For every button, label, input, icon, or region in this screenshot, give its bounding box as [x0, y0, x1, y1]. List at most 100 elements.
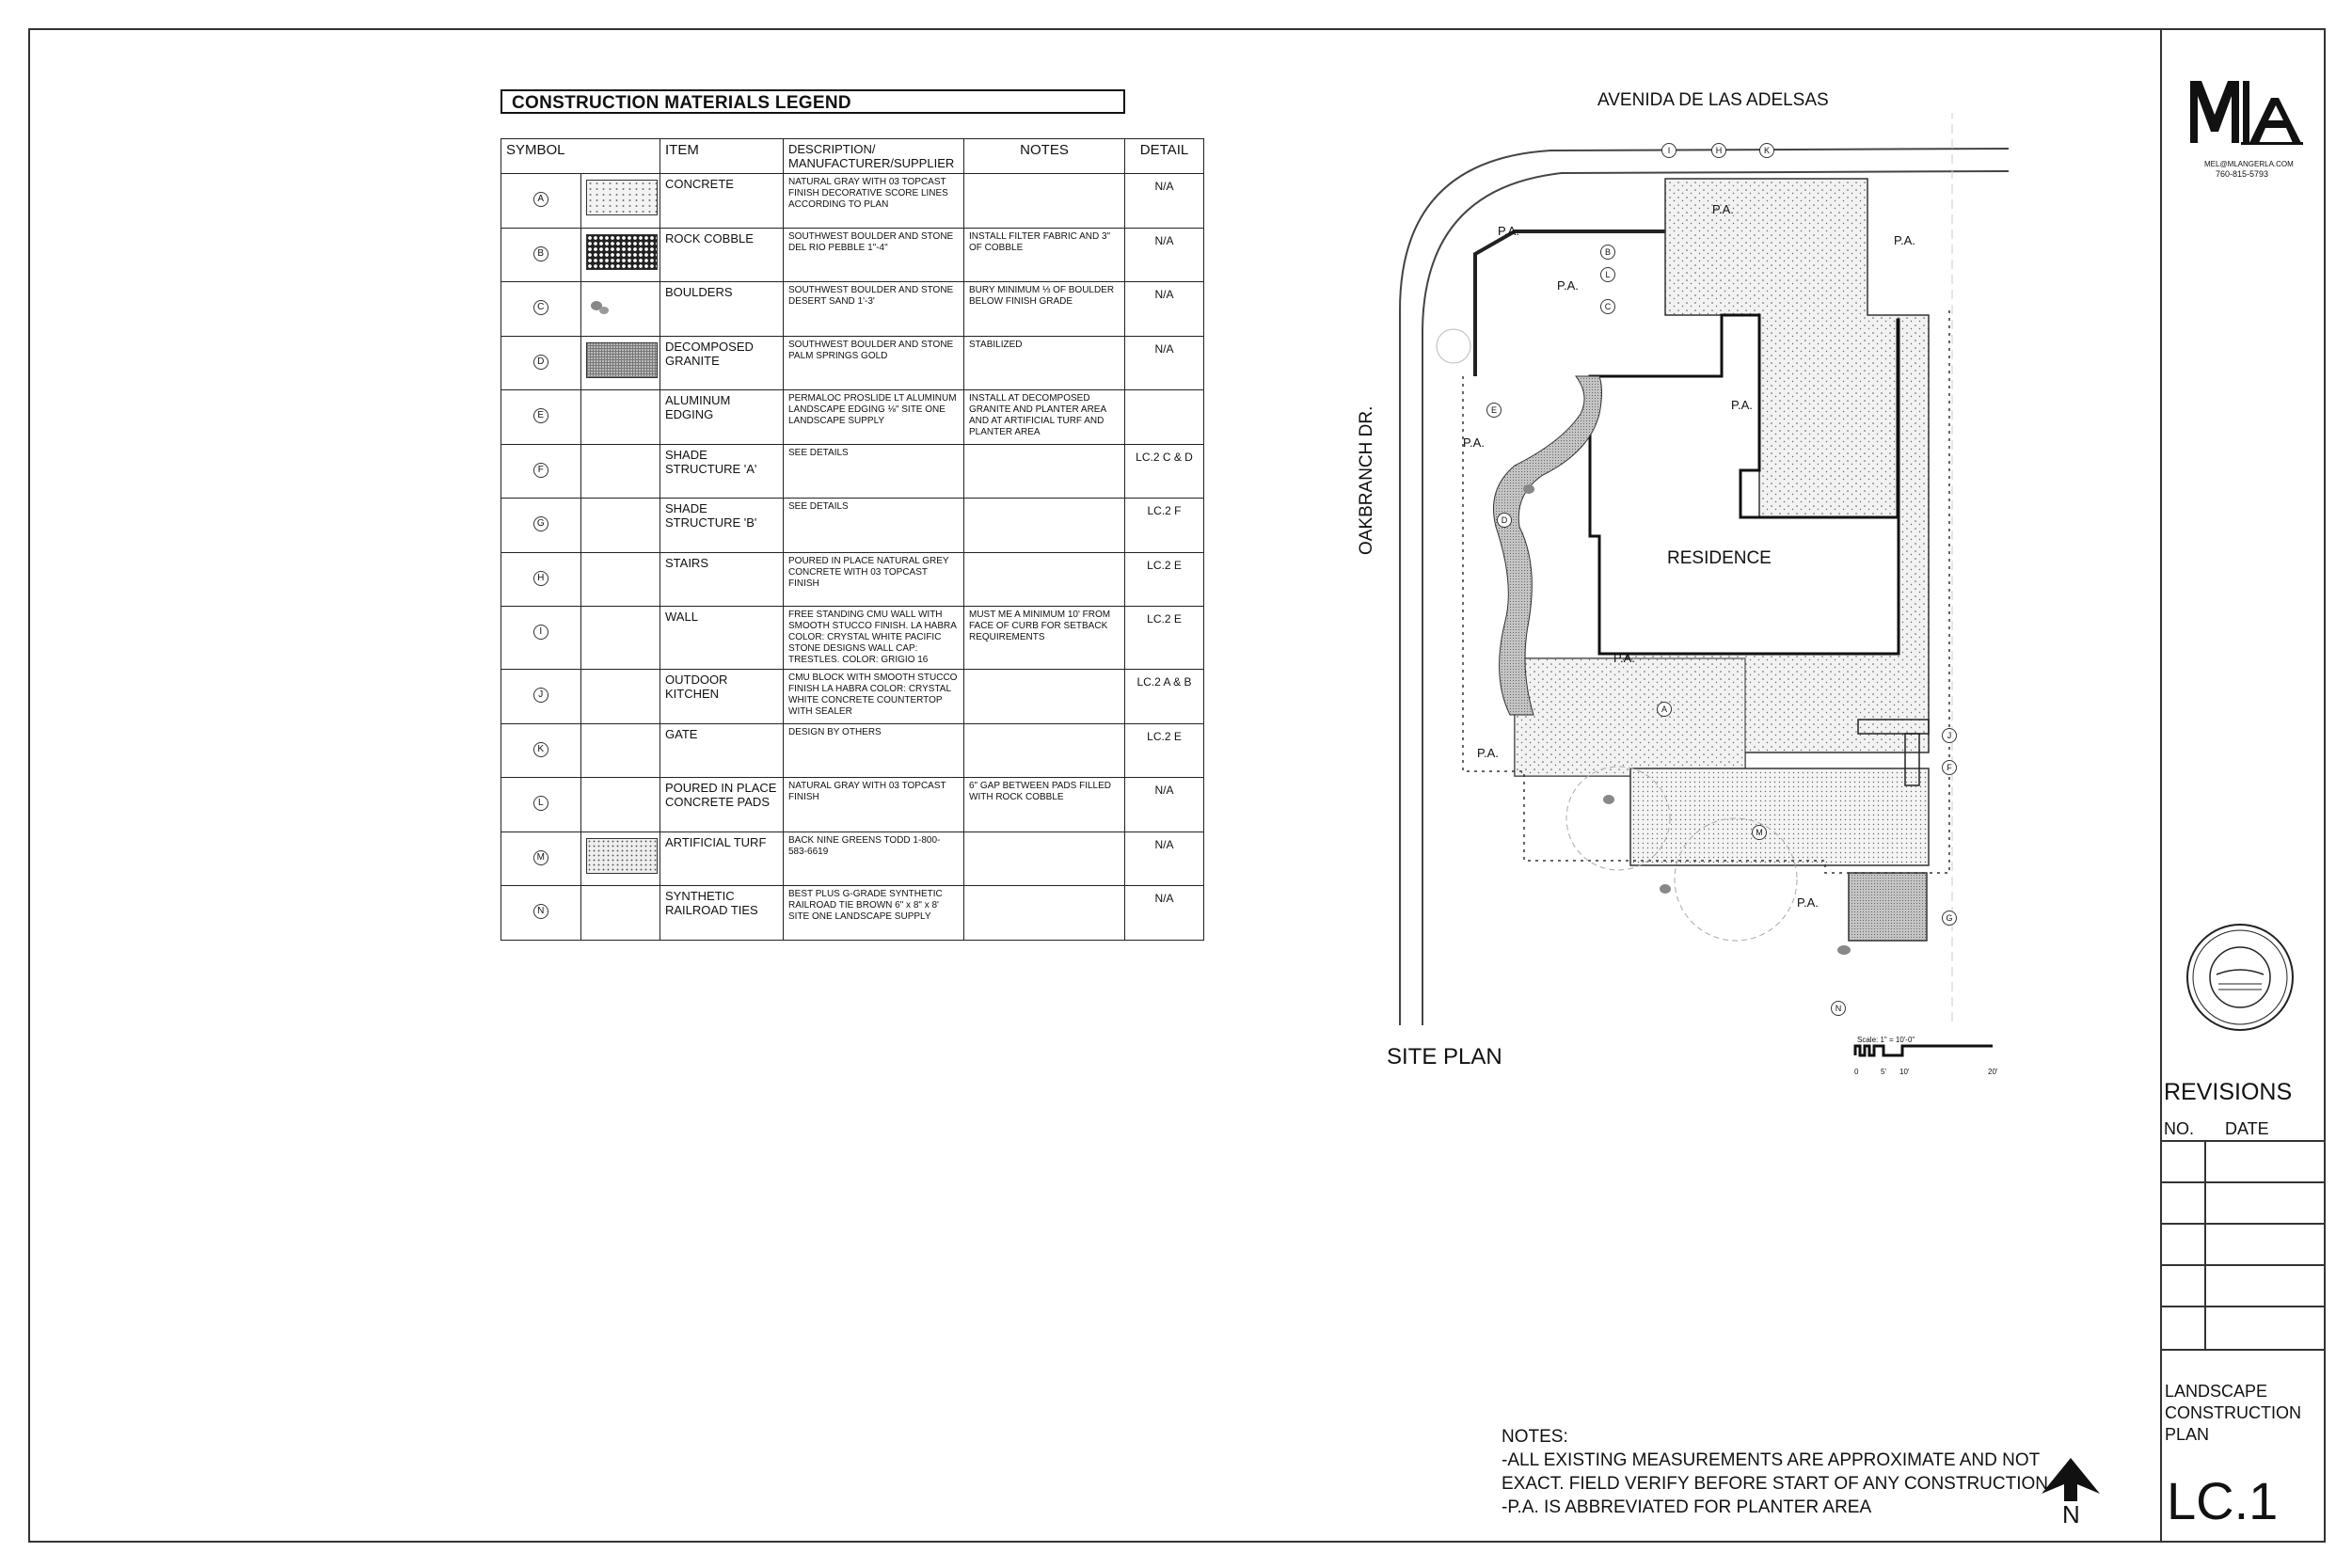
legend-swatch-cell	[580, 335, 660, 390]
legend-symbol-cell: B	[501, 227, 581, 282]
legend-notes	[963, 173, 1125, 229]
callout-marker: N	[1831, 1001, 1846, 1016]
callout-marker: M	[1752, 825, 1767, 840]
legend-item: STAIRS	[660, 551, 784, 607]
symbol-circle: A	[532, 192, 548, 207]
legend-notes	[963, 885, 1125, 941]
callout-marker: G	[1942, 911, 1957, 926]
legend-symbol-cell: G	[501, 498, 581, 553]
site-plan-title: SITE PLAN	[1387, 1044, 1502, 1069]
scale-bar	[1853, 1044, 1993, 1057]
firm-email: MEL@MLANGERLA.COM	[2204, 160, 2294, 168]
sheet-number: LC.1	[2167, 1471, 2279, 1530]
planter-area-label: P.A.	[1463, 436, 1485, 450]
callout-marker: K	[1759, 143, 1774, 158]
symbol-circle: D	[532, 354, 548, 370]
legend-item: SYNTHETIC RAILROAD TIES	[660, 885, 784, 941]
legend-swatch-cell	[580, 831, 660, 886]
planter-area-label: P.A.	[1613, 651, 1635, 665]
callout-marker: B	[1600, 245, 1615, 260]
callout-marker: F	[1942, 760, 1957, 775]
firm-logo	[2190, 81, 2303, 145]
symbol-circle: J	[532, 688, 548, 703]
legend-detail: LC.2 E	[1124, 551, 1204, 607]
legend-notes	[963, 498, 1125, 553]
north-arrow-label: N	[2062, 1500, 2080, 1528]
legend-description: NATURAL GRAY WITH 03 TOPCAST FINISH DECO…	[783, 173, 964, 229]
symbol-circle: I	[532, 625, 548, 640]
legend-notes: MUST ME A MINIMUM 10' FROM FACE OF CURB …	[963, 606, 1125, 670]
symbol-circle: G	[532, 516, 548, 531]
legend-description: SOUTHWEST BOULDER AND STONE DEL RIO PEBB…	[783, 227, 964, 282]
legend-description: SEE DETAILS	[783, 498, 964, 553]
street-name-top: AVENIDA DE LAS ADELSAS	[1597, 90, 1829, 110]
legend-detail: LC.2 F	[1124, 498, 1204, 553]
legend-swatch-cell	[580, 227, 660, 282]
legend-notes	[963, 443, 1125, 499]
legend-symbol-cell: E	[501, 389, 581, 445]
legend-header-item: ITEM	[660, 138, 784, 174]
legend-symbol-cell: N	[501, 885, 581, 941]
legend-notes: INSTALL FILTER FABRIC AND 3" OF COBBLE	[963, 227, 1125, 282]
legend-notes	[963, 722, 1125, 778]
legend-description: DESIGN BY OTHERS	[783, 722, 964, 778]
legend-swatch-cell	[580, 777, 660, 832]
symbol-circle: H	[532, 570, 548, 586]
revisions-date-header: DATE	[2225, 1119, 2269, 1138]
residence-label: RESIDENCE	[1667, 548, 1772, 568]
license-seal-icon	[2186, 924, 2294, 1031]
planter-area-label: P.A.	[1731, 398, 1753, 412]
callout-marker: A	[1657, 702, 1672, 717]
legend-description: FREE STANDING CMU WALL WITH SMOOTH STUCC…	[783, 606, 964, 670]
legend-detail: N/A	[1124, 335, 1204, 390]
legend-swatch-cell	[580, 669, 660, 724]
legend-swatch-cell	[580, 551, 660, 607]
legend-detail: N/A	[1124, 831, 1204, 886]
legend-notes	[963, 669, 1125, 724]
scale-tick: 10'	[1899, 1068, 1910, 1076]
legend-description: BACK NINE GREENS TODD 1-800-583-6619	[783, 831, 964, 886]
legend-notes	[963, 551, 1125, 607]
legend-description: BEST PLUS G-GRADE SYNTHETIC RAILROAD TIE…	[783, 885, 964, 941]
legend-symbol-cell: F	[501, 443, 581, 499]
legend-item: SHADE STRUCTURE 'B'	[660, 498, 784, 553]
symbol-circle: M	[532, 849, 548, 865]
symbol-circle: C	[532, 300, 548, 315]
planter-area-label: P.A.	[1557, 278, 1579, 293]
legend-item: CONCRETE	[660, 173, 784, 229]
legend-header-detail: DETAIL	[1124, 138, 1204, 174]
legend-detail: N/A	[1124, 777, 1204, 832]
legend-item: BOULDERS	[660, 281, 784, 337]
sheet-description: LANDSCAPE CONSTRUCTION PLAN	[2165, 1382, 2301, 1444]
legend-header-row: SYMBOL ITEM DESCRIPTION/ MANUFACTURER/SU…	[501, 138, 1204, 174]
notes-line: -ALL EXISTING MEASUREMENTS ARE APPROXIMA…	[1502, 1450, 2041, 1470]
legend-symbol-cell: I	[501, 606, 581, 670]
legend-notes: STABILIZED	[963, 335, 1125, 390]
legend-notes: INSTALL AT DECOMPOSED GRANITE AND PLANTE…	[963, 389, 1125, 445]
legend-symbol-cell: M	[501, 831, 581, 886]
legend-symbol-cell: A	[501, 173, 581, 229]
title-block-divider	[2160, 28, 2162, 1543]
legend-symbol-cell: J	[501, 669, 581, 724]
legend-symbol-cell: H	[501, 551, 581, 607]
notes-line: EXACT. FIELD VERIFY BEFORE START OF ANY …	[1502, 1474, 2054, 1494]
legend-title: CONSTRUCTION MATERIALS LEGEND	[501, 89, 1125, 114]
revisions-grid	[2160, 1140, 2326, 1351]
scale-tick: 20'	[1988, 1068, 1998, 1076]
legend-notes	[963, 831, 1125, 886]
planter-area-label: P.A.	[1797, 895, 1819, 910]
legend-item: POURED IN PLACE CONCRETE PADS	[660, 777, 784, 832]
legend-swatch-cell	[580, 173, 660, 229]
scale-tick: 0	[1854, 1068, 1859, 1076]
